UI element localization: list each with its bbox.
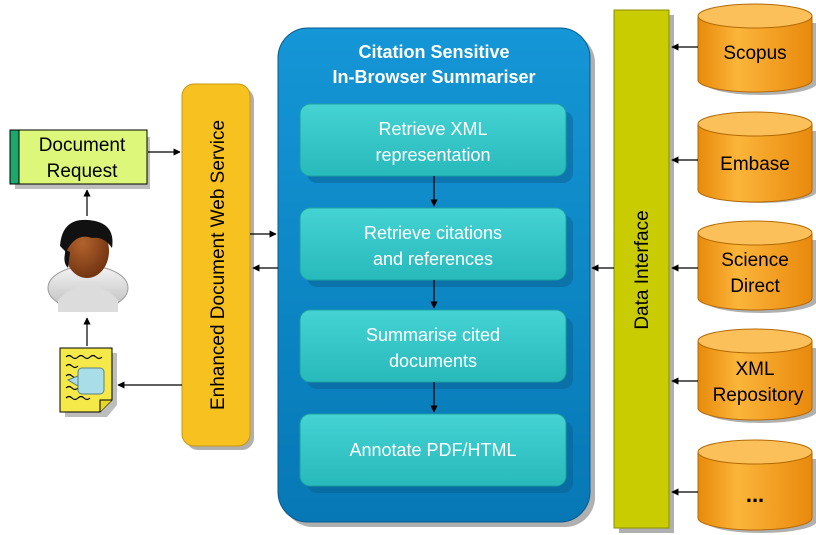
document-request-label-2: Request bbox=[47, 161, 118, 182]
summariser-title-2: In-Browser Summariser bbox=[332, 67, 535, 87]
database-embase: Embase bbox=[697, 111, 816, 203]
web-service-label: Enhanced Document Web Service bbox=[208, 120, 229, 410]
document-icon bbox=[59, 347, 117, 417]
data-interface-box: Data Interface bbox=[613, 9, 674, 533]
connector-arrows bbox=[83, 43, 698, 496]
database-label: Scopus bbox=[723, 43, 786, 64]
web-service-box: Enhanced Document Web Service bbox=[181, 83, 254, 450]
data-interface-label: Data Interface bbox=[632, 210, 653, 329]
step-label-2: documents bbox=[389, 351, 477, 371]
step-annotate: Annotate PDF/HTML bbox=[299, 413, 573, 493]
summariser-container: Citation Sensitive In-Browser Summariser… bbox=[277, 27, 595, 527]
database-more: ... bbox=[697, 439, 816, 533]
document-request-label: Document bbox=[39, 135, 126, 156]
database-label: Science bbox=[721, 250, 789, 271]
step-label: Summarise cited bbox=[366, 325, 500, 345]
step-label: Retrieve citations bbox=[364, 223, 502, 243]
step-retrieve-xml: Retrieve XML representation bbox=[299, 103, 573, 183]
summariser-title: Citation Sensitive bbox=[358, 42, 509, 62]
step-retrieve-citations: Retrieve citations and references bbox=[299, 207, 573, 287]
step-label: Annotate PDF/HTML bbox=[349, 440, 516, 460]
database-xml-repository: XML Repository bbox=[697, 328, 816, 423]
step-label: Retrieve XML bbox=[378, 119, 487, 139]
database-scopus: Scopus bbox=[697, 3, 816, 95]
database-science-direct: Science Direct bbox=[697, 220, 816, 313]
step-label-2: and references bbox=[373, 249, 493, 269]
database-label: XML bbox=[735, 359, 774, 380]
database-label-2: Direct bbox=[730, 276, 780, 297]
database-label: Embase bbox=[720, 154, 790, 175]
database-label: ... bbox=[746, 482, 764, 507]
document-request-box: Document Request bbox=[9, 129, 150, 189]
database-label-2: Repository bbox=[713, 385, 804, 406]
step-summarise-documents: Summarise cited documents bbox=[299, 309, 573, 389]
step-label-2: representation bbox=[375, 145, 490, 165]
user-icon bbox=[47, 219, 129, 312]
